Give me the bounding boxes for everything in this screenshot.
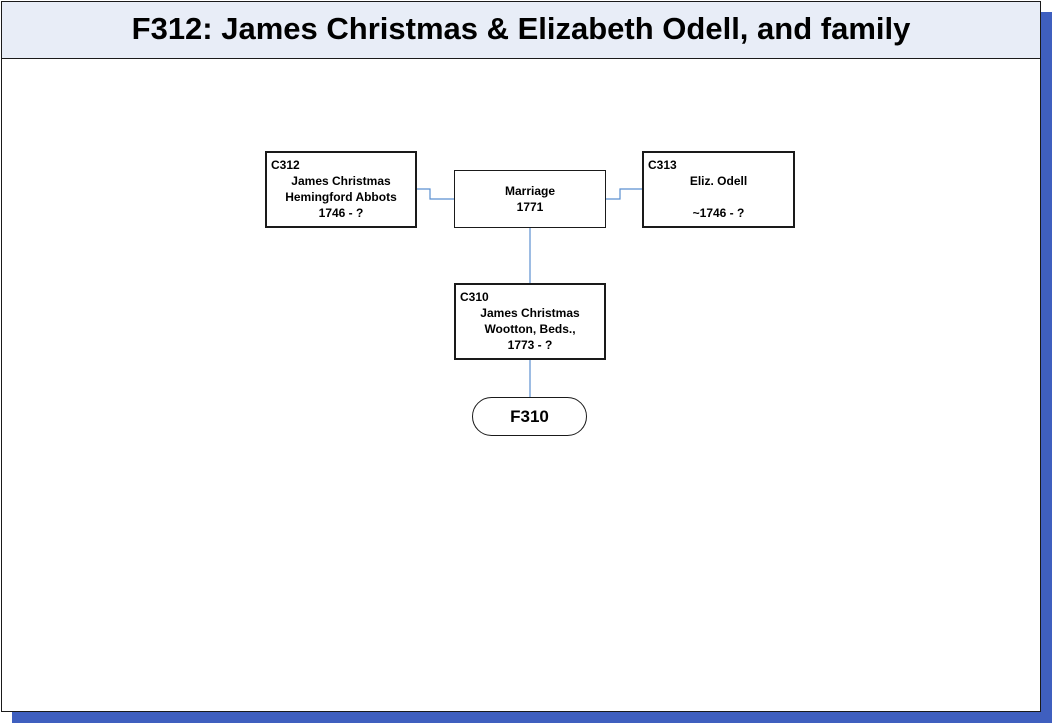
person-box-mother[interactable]: C313 Eliz. Odell ~1746 - ? <box>642 151 795 228</box>
person-dates: 1773 - ? <box>507 338 553 352</box>
person-place <box>644 189 793 205</box>
page-title: F312: James Christmas & Elizabeth Odell,… <box>131 11 911 46</box>
connector-father-marriage <box>416 188 455 200</box>
family-link-label: F310 <box>510 406 549 426</box>
person-box-father[interactable]: C312 James Christmas Hemingford Abbots 1… <box>265 151 417 228</box>
person-dates: ~1746 - ? <box>692 206 745 220</box>
person-name: James Christmas <box>291 174 391 188</box>
person-name: James Christmas <box>480 306 580 320</box>
person-dates: 1746 - ? <box>318 206 364 220</box>
person-place: Wootton, Beds., <box>484 322 576 336</box>
person-id: C310 <box>460 290 489 304</box>
connector-marriage-mother <box>605 188 643 200</box>
family-link-f310[interactable]: F310 <box>472 397 587 436</box>
person-id: C312 <box>271 158 300 172</box>
person-id: C313 <box>648 158 677 172</box>
marriage-year: 1771 <box>516 200 544 214</box>
marriage-label: Marriage <box>504 184 556 198</box>
marriage-box[interactable]: Marriage 1771 <box>454 170 606 228</box>
title-bar: F312: James Christmas & Elizabeth Odell,… <box>2 2 1040 59</box>
person-place: Hemingford Abbots <box>285 190 397 204</box>
person-name: Eliz. Odell <box>689 174 748 188</box>
person-box-child[interactable]: C310 James Christmas Wootton, Beds., 177… <box>454 283 606 360</box>
